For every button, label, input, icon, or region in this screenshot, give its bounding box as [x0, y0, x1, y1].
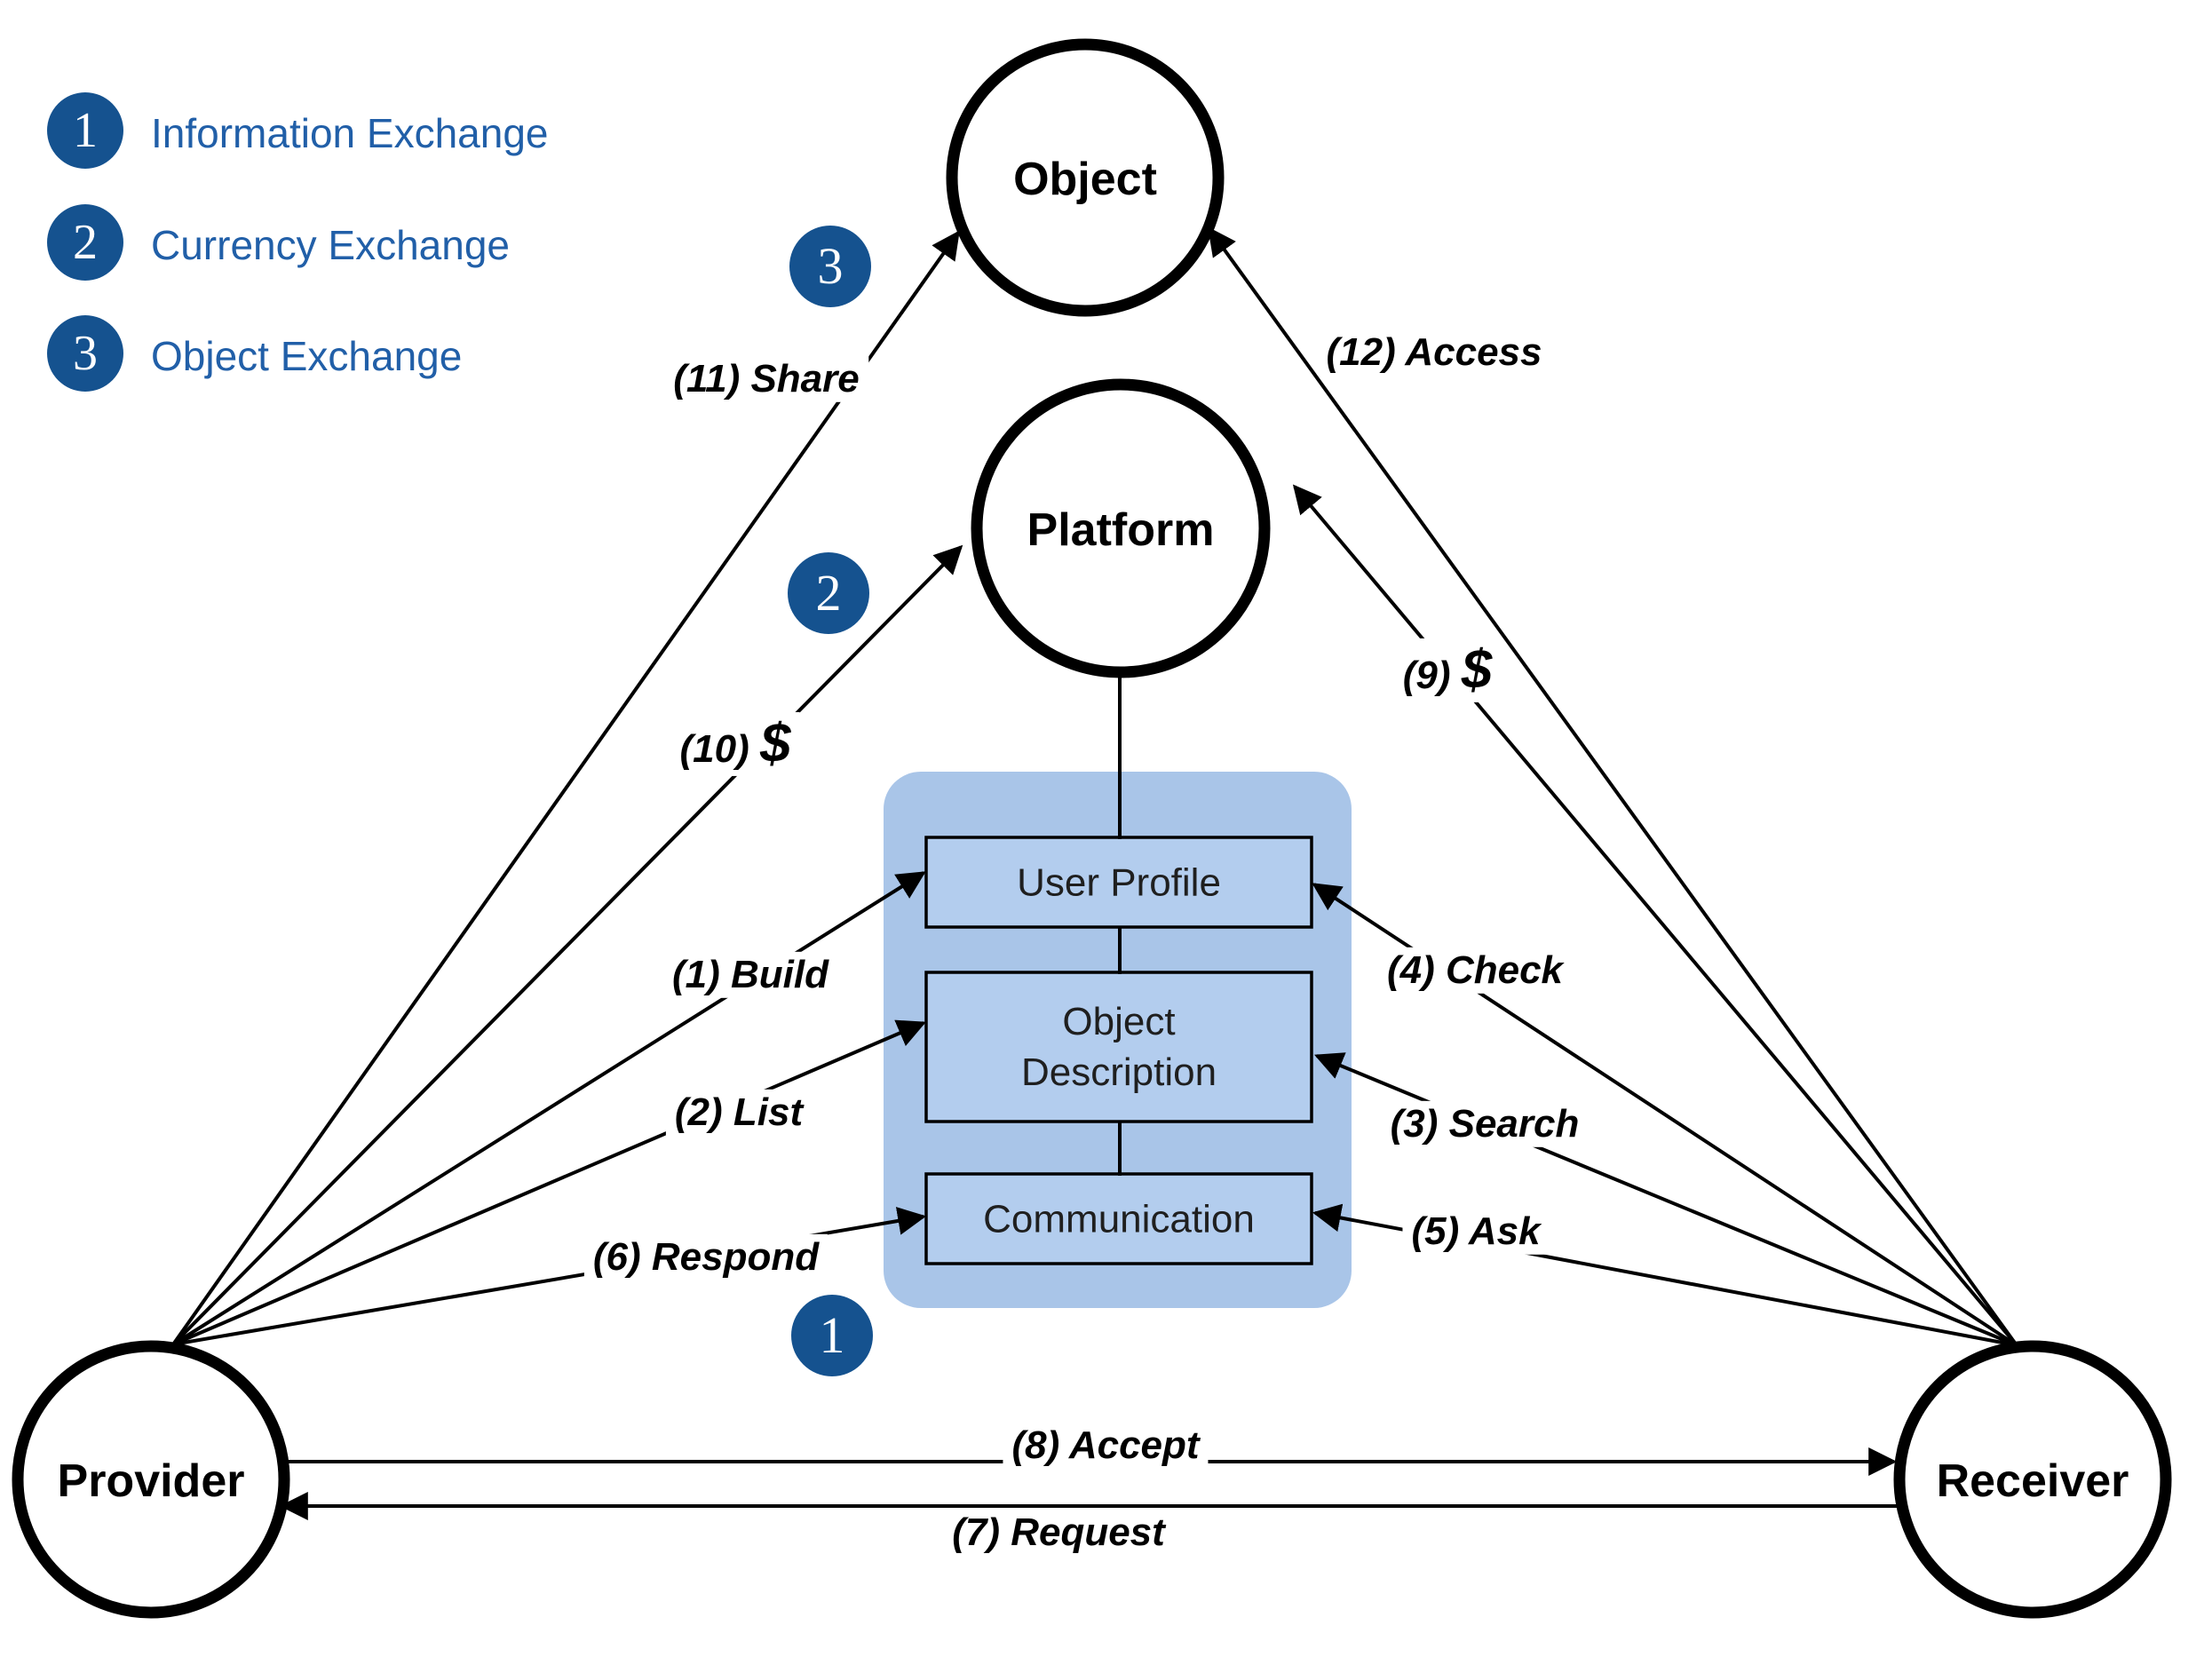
pay-receiver-prefix: (9) — [1402, 653, 1451, 697]
pay-provider-prefix: (10) — [679, 726, 749, 771]
arrow-build-provider-to-userprofile — [171, 871, 926, 1346]
provider-node-label: Provider — [57, 1455, 245, 1507]
legend-badge-2: 2 — [47, 204, 123, 281]
object-description-label: Object Description — [1020, 999, 1217, 1094]
flow-label-pay-provider: (10) $ — [670, 711, 800, 777]
arrow-share-provider-to-object — [171, 230, 960, 1346]
dollar-sign-provider: $ — [760, 712, 791, 774]
platform-node-label: Platform — [1027, 504, 1215, 556]
dollar-sign-receiver: $ — [1461, 638, 1493, 701]
platform-node-circle — [971, 378, 1271, 678]
flow-label-pay-receiver: (9) $ — [1393, 638, 1502, 703]
receiver-node-circle — [1893, 1340, 2172, 1619]
receiver-node-label: Receiver — [1936, 1455, 2129, 1507]
marker-object-exchange-3: 3 — [789, 226, 871, 307]
flow-label-respond: (6) Respond — [583, 1233, 829, 1281]
flow-label-accept: (8) Accept — [1003, 1422, 1209, 1470]
flow-label-request: (7) Request — [943, 1509, 1174, 1557]
legend-label-object-exchange: Object Exchange — [151, 333, 463, 379]
user-profile-label: User Profile — [1017, 860, 1221, 905]
legend-label-currency-exchange: Currency Exchange — [151, 222, 510, 268]
flow-label-build: (1) Build — [663, 951, 837, 999]
legend-badge-3: 3 — [47, 315, 123, 392]
object-node-label: Object — [1013, 154, 1157, 205]
marker-information-exchange-1: 1 — [791, 1295, 873, 1376]
object-node-circle — [946, 38, 1225, 317]
flow-label-check: (4) Check — [1377, 947, 1573, 995]
arrow-list-provider-to-objectdescription — [172, 1019, 926, 1346]
provider-node-circle — [12, 1340, 290, 1619]
arrow-pay-provider-to-platform — [171, 544, 963, 1346]
legend-badge-1: 1 — [47, 92, 123, 169]
communication-label: Communication — [983, 1197, 1255, 1241]
flow-label-search: (3) Search — [1381, 1100, 1589, 1148]
flow-label-share: (11) Share — [664, 355, 868, 403]
arrow-pay-receiver-to-platform — [1292, 484, 2018, 1347]
arrow-access-receiver-to-object — [1208, 226, 2018, 1347]
user-profile-box — [924, 836, 1313, 929]
flow-label-ask: (5) Ask — [1402, 1208, 1550, 1256]
flow-label-list: (2) List — [665, 1089, 813, 1137]
legend-label-information-exchange: Information Exchange — [151, 110, 549, 156]
marker-currency-exchange-2: 2 — [788, 552, 869, 634]
flow-label-access: (12) Access — [1317, 329, 1551, 377]
